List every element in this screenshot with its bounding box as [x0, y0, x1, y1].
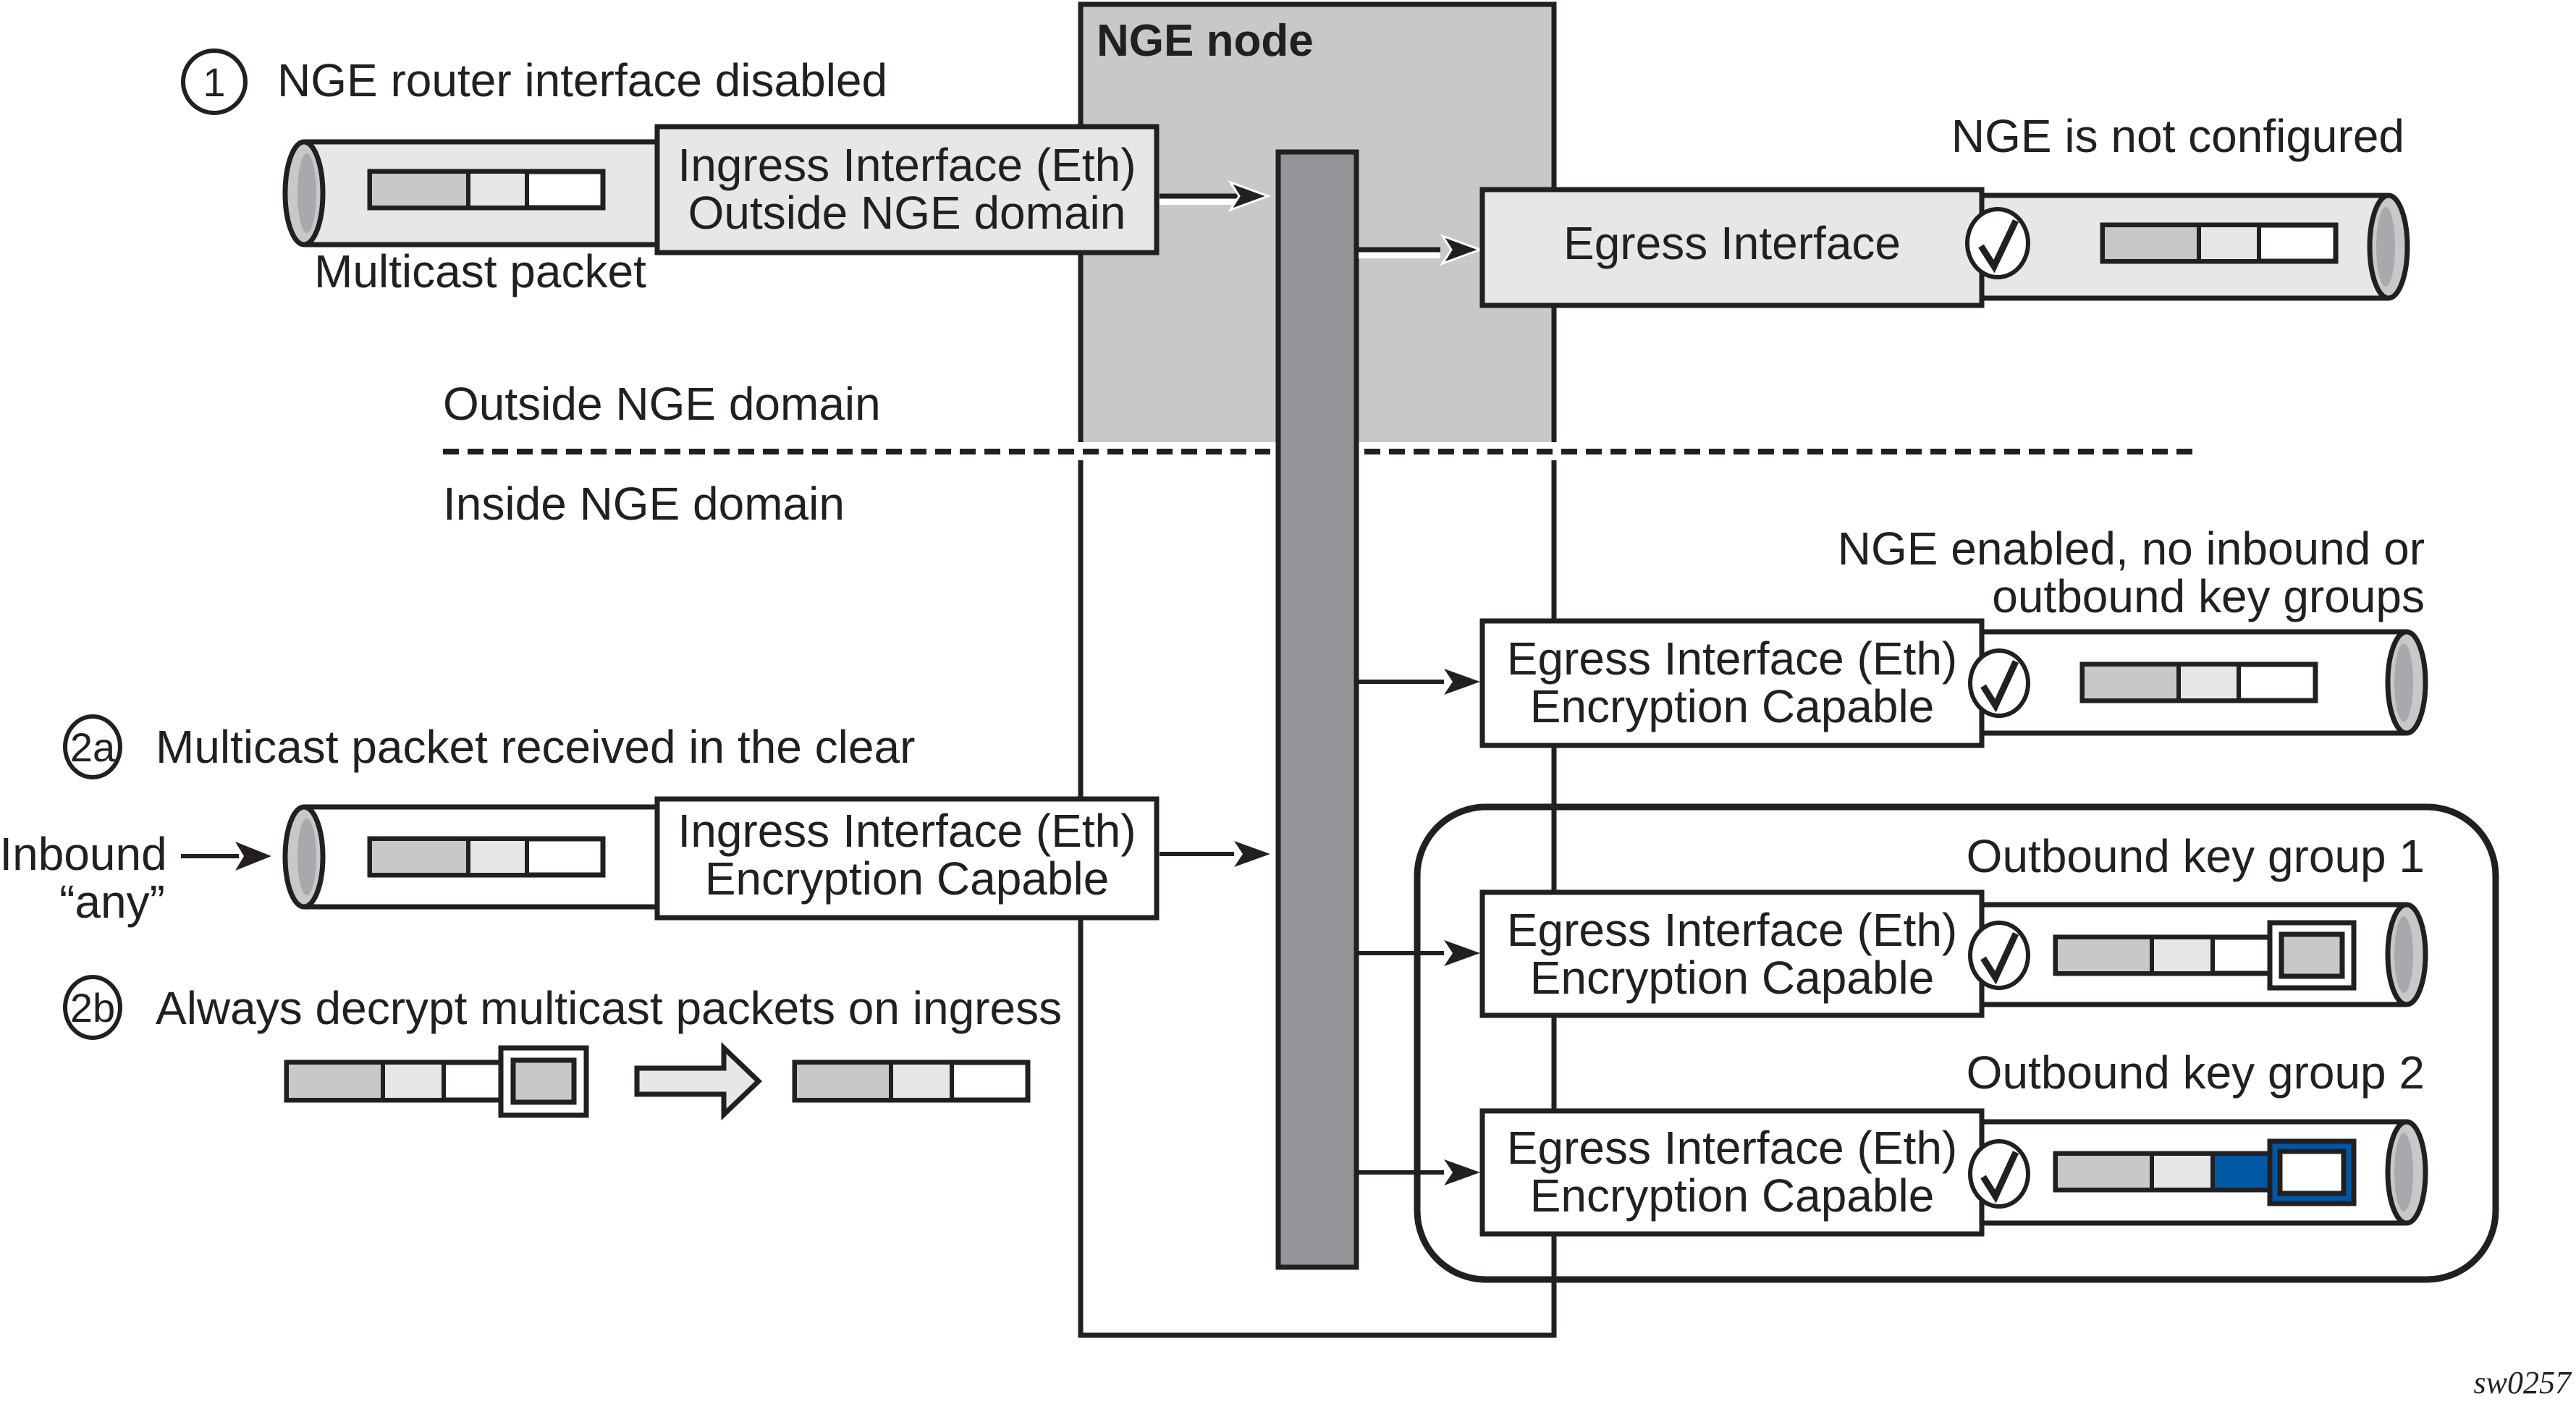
scenario-2b: 2b Always decrypt multicast packets on i… [63, 975, 1062, 1121]
arrow-egress-2 [1359, 669, 1480, 695]
outbound-key-groups: Outbound key group 1 [1359, 803, 2499, 1283]
inside-domain-label: Inside NGE domain [443, 478, 845, 530]
svg-text:Egress Interface (Eth): Egress Interface (Eth) [1507, 633, 1957, 685]
step-2b-badge: 2b [63, 975, 122, 1040]
svg-text:2b: 2b [70, 985, 115, 1031]
egress-not-configured: NGE is not configured Egress Interface [1359, 110, 2410, 308]
egress-enabled-caption-line1: NGE enabled, no inbound or [1838, 523, 2425, 575]
svg-text:Ingress Interface (Eth): Ingress Interface (Eth) [677, 139, 1136, 191]
ingress-pipe-1 [282, 139, 666, 248]
inbound-label: Inbound [0, 828, 167, 880]
arrow-egress-4 [1359, 1159, 1480, 1185]
packet-icon [367, 169, 606, 211]
forwarding-fabric-bar [1275, 149, 1359, 1270]
scenario-2a-caption: Multicast packet received in the clear [156, 721, 915, 773]
key-group-1: Outbound key group 1 [1359, 830, 2428, 1018]
scenario-1: 1 NGE router interface disabled Multicas… [181, 48, 1272, 297]
step-2a-badge: 2a [63, 714, 122, 779]
ingress-interface-encryption-box: Ingress Interface (Eth) Encryption Capab… [654, 796, 1160, 921]
key-group-2: Outbound key group 2 [1359, 1046, 2428, 1237]
packet-icon [367, 836, 606, 878]
scenario-2a: 2a Multicast packet received in the clea… [0, 714, 1270, 928]
scenario-2b-caption: Always decrypt multicast packets on ingr… [156, 982, 1062, 1034]
arrow-egress-3 [1359, 940, 1480, 966]
arrow-ingress-2a [1160, 841, 1270, 867]
egress-enabled-caption-line2: outbound key groups [1992, 570, 2425, 622]
key-group-container [1414, 803, 2499, 1283]
decrypt-arrow-icon [634, 1041, 763, 1121]
egress-interface-kg2-box: Egress Interface (Eth) Encryption Capabl… [1479, 1108, 1985, 1237]
figure-id: sw0257 [2474, 1365, 2572, 1400]
svg-text:Encryption Capable: Encryption Capable [1530, 1170, 1935, 1222]
svg-text:Encryption Capable: Encryption Capable [705, 853, 1110, 905]
arrow-egress-1 [1359, 234, 1484, 266]
scenario-1-caption: NGE router interface disabled [277, 54, 887, 106]
svg-text:Outside NGE domain: Outside NGE domain [688, 187, 1126, 239]
check-circle-icon [1968, 1139, 2030, 1209]
check-circle-icon [1965, 207, 2030, 279]
ingress-interface-outside-box: Ingress Interface (Eth) Outside NGE doma… [654, 124, 1160, 255]
key-group-1-caption: Outbound key group 1 [1967, 830, 2425, 882]
svg-text:Encryption Capable: Encryption Capable [1530, 952, 1935, 1004]
egress-nge-enabled: NGE enabled, no inbound or outbound key … [1359, 523, 2428, 748]
inbound-any-label: “any” [59, 876, 165, 928]
svg-text:Egress Interface (Eth): Egress Interface (Eth) [1507, 904, 1957, 956]
svg-text:Ingress Interface (Eth): Ingress Interface (Eth) [677, 805, 1136, 857]
check-circle-icon [1968, 648, 2030, 718]
arrow-ingress-1 [1160, 180, 1272, 212]
outside-domain-label: Outside NGE domain [443, 378, 881, 430]
check-circle-icon [1968, 921, 2030, 990]
key-group-2-caption: Outbound key group 2 [1967, 1046, 2425, 1099]
blue-encrypted-packet-icon [2053, 1138, 2357, 1206]
svg-text:1: 1 [203, 59, 225, 105]
decrypted-packet-icon [792, 1060, 1031, 1103]
packet-icon [2079, 661, 2318, 703]
egress-interface-eth-box: Egress Interface (Eth) Encryption Capabl… [1479, 618, 1985, 748]
svg-text:Encryption Capable: Encryption Capable [1530, 680, 1935, 732]
svg-text:Egress Interface (Eth): Egress Interface (Eth) [1507, 1122, 1957, 1174]
arrow-inbound [181, 842, 271, 871]
packet-icon [2100, 222, 2339, 264]
svg-text:Egress Interface: Egress Interface [1563, 217, 1901, 269]
svg-text:2a: 2a [70, 724, 116, 770]
egress-not-configured-caption: NGE is not configured [1951, 110, 2404, 162]
encrypted-packet-icon [2053, 920, 2357, 991]
encrypted-packet-icon [284, 1045, 589, 1118]
nge-node-title: NGE node [1097, 16, 1314, 66]
egress-interface-kg1-box: Egress Interface (Eth) Encryption Capabl… [1479, 889, 1985, 1018]
egress-interface-box: Egress Interface [1479, 187, 1985, 308]
step-1-badge: 1 [181, 48, 248, 115]
multicast-packet-label: Multicast packet [314, 245, 646, 297]
